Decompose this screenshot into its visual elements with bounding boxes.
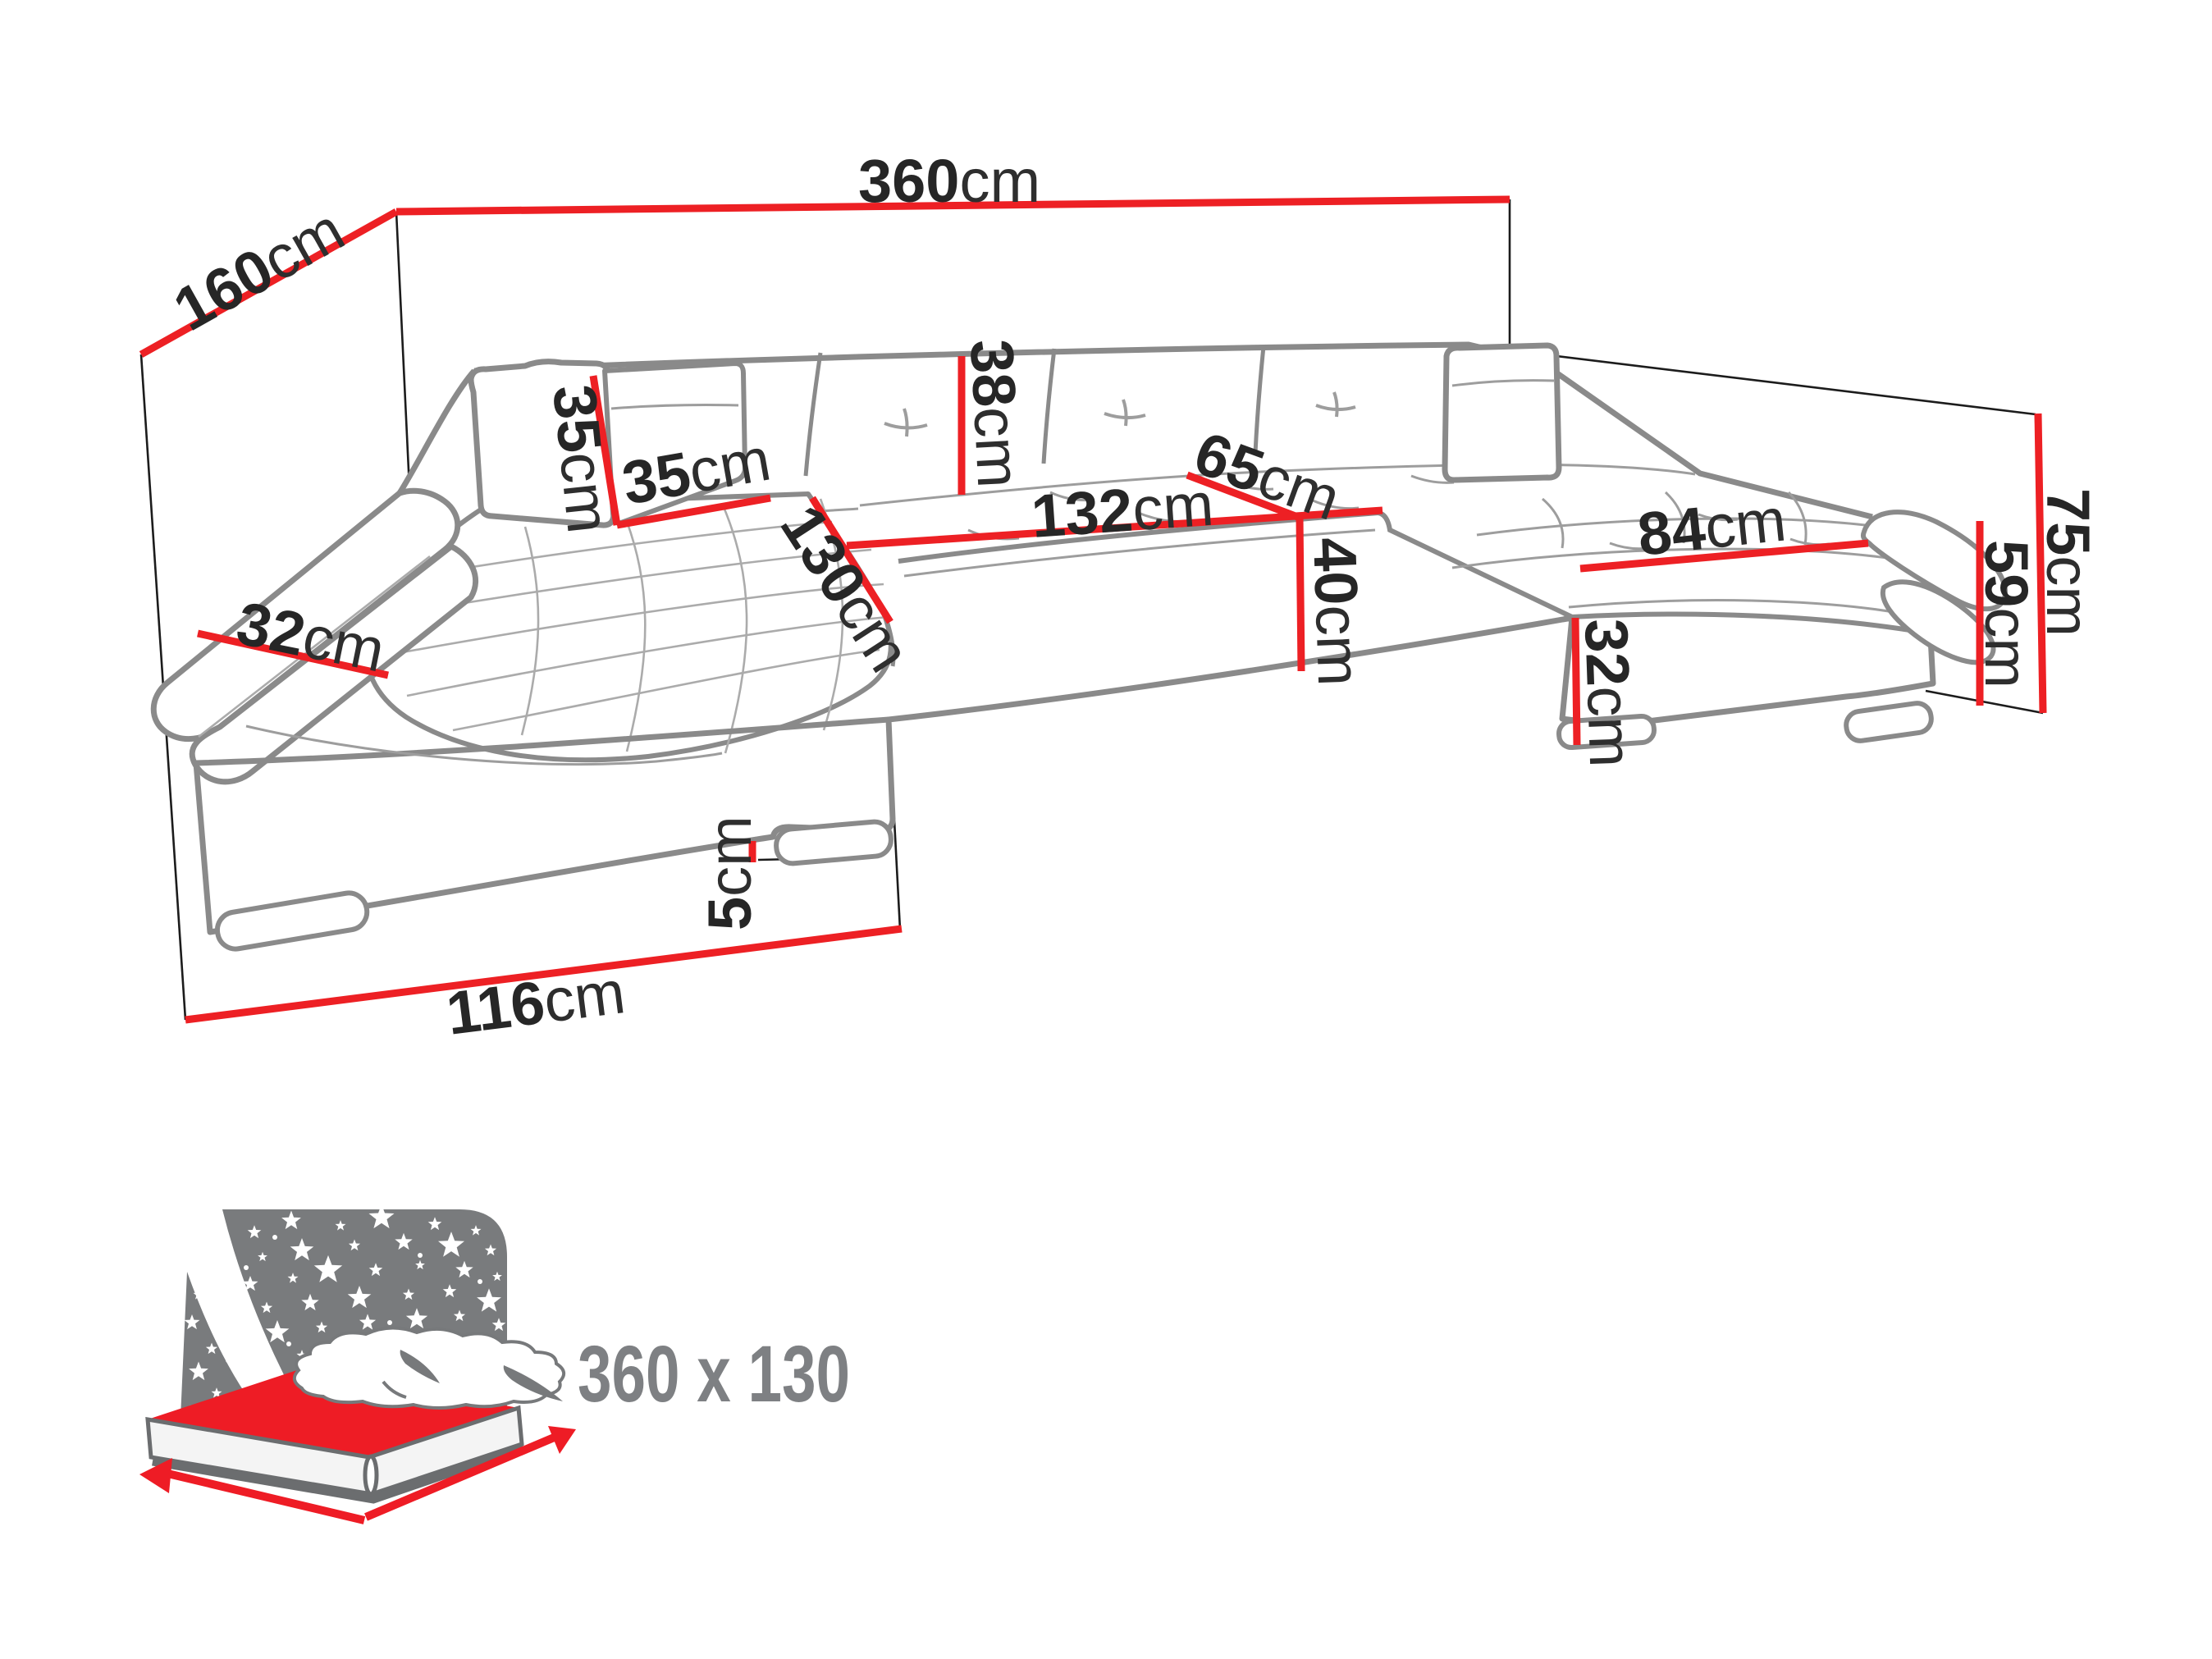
- svg-text:5cm: 5cm: [696, 816, 764, 930]
- svg-text:38cm: 38cm: [957, 337, 1033, 489]
- svg-text:360 x 130: 360 x 130: [578, 1329, 850, 1419]
- svg-text:59cm: 59cm: [1972, 540, 2041, 688]
- svg-text:132cm: 132cm: [1029, 470, 1215, 551]
- svg-text:32cm: 32cm: [231, 588, 391, 684]
- svg-text:160cm: 160cm: [162, 195, 354, 344]
- svg-text:84cm: 84cm: [1634, 485, 1789, 568]
- svg-text:75cm: 75cm: [2034, 488, 2102, 637]
- svg-text:35cm: 35cm: [540, 382, 623, 537]
- svg-text:32cm: 32cm: [1572, 618, 1645, 769]
- svg-text:116cm: 116cm: [443, 957, 629, 1048]
- svg-text:35cm: 35cm: [617, 425, 775, 518]
- svg-text:40cm: 40cm: [1300, 537, 1373, 688]
- svg-text:360cm: 360cm: [858, 147, 1040, 215]
